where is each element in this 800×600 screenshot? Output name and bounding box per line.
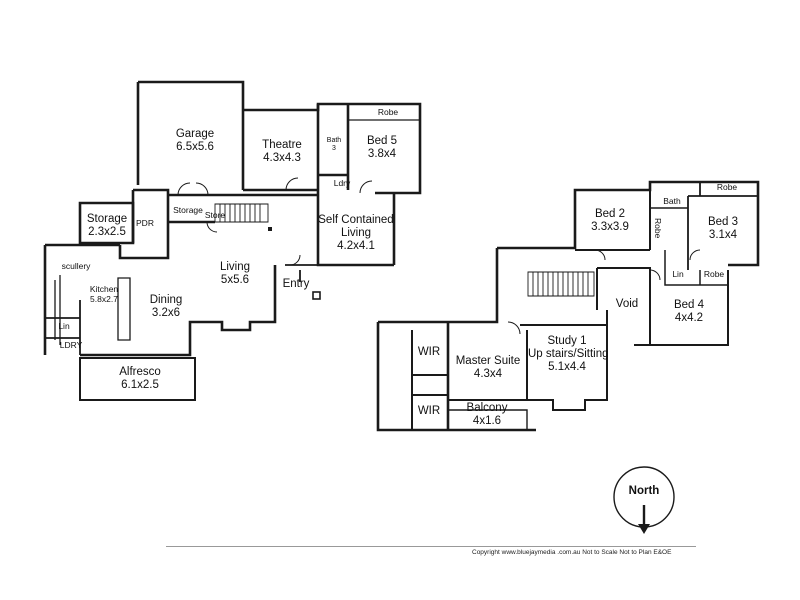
bath3-walls xyxy=(316,104,350,190)
void-walls xyxy=(596,267,651,346)
bed4-walls xyxy=(650,270,729,346)
footer-rule xyxy=(166,546,696,547)
pdr-label: PDR xyxy=(136,218,154,228)
master-east-wall xyxy=(448,330,528,401)
living-walls xyxy=(80,265,277,357)
void-label: Void xyxy=(615,298,639,310)
bed5-robe-label: Robe xyxy=(377,107,399,117)
ldry-label: LDRY xyxy=(59,340,83,350)
lin-label: Lin xyxy=(58,321,70,331)
lin-upper-label: Lin xyxy=(672,269,684,279)
bed4-robe-label: Robe xyxy=(703,269,725,279)
west-wall xyxy=(43,243,170,355)
scullery-label: scullery xyxy=(61,261,91,271)
ground-stairs xyxy=(214,203,269,223)
compass-arrowhead xyxy=(638,524,650,534)
bed2-walls xyxy=(574,190,651,251)
column xyxy=(268,227,272,231)
theatre-walls xyxy=(243,102,422,195)
study-walls xyxy=(520,310,608,411)
bath-label: Bath xyxy=(663,196,681,206)
door-swings xyxy=(177,177,373,266)
store-label: Store xyxy=(204,210,226,220)
pdr-walls xyxy=(131,188,170,243)
upper-door-swings xyxy=(507,249,701,335)
wir-walls xyxy=(411,330,448,430)
entry-label: Entry xyxy=(282,278,310,290)
storage-small-label: Storage xyxy=(173,205,203,215)
upper-stairs xyxy=(527,271,595,297)
entry-post xyxy=(312,291,321,300)
wir-bottom-label: WIR xyxy=(417,405,441,417)
copyright-footer: Copyright www.bluejaymedia .com.au Not t… xyxy=(472,549,672,556)
balcony-walls xyxy=(448,409,528,430)
bed2-robe-label: Robe xyxy=(653,218,663,239)
bed3-robe-label: Robe xyxy=(716,182,738,192)
north-label: North xyxy=(628,485,660,497)
ldry-small-label: Ldry xyxy=(333,178,351,188)
garage-walls xyxy=(136,80,245,190)
wir-top-label: WIR xyxy=(417,346,441,358)
island-bench xyxy=(117,277,131,341)
alfresco-walls xyxy=(79,357,196,401)
kitchen-bench xyxy=(54,275,61,345)
ldry-walls xyxy=(45,300,81,355)
